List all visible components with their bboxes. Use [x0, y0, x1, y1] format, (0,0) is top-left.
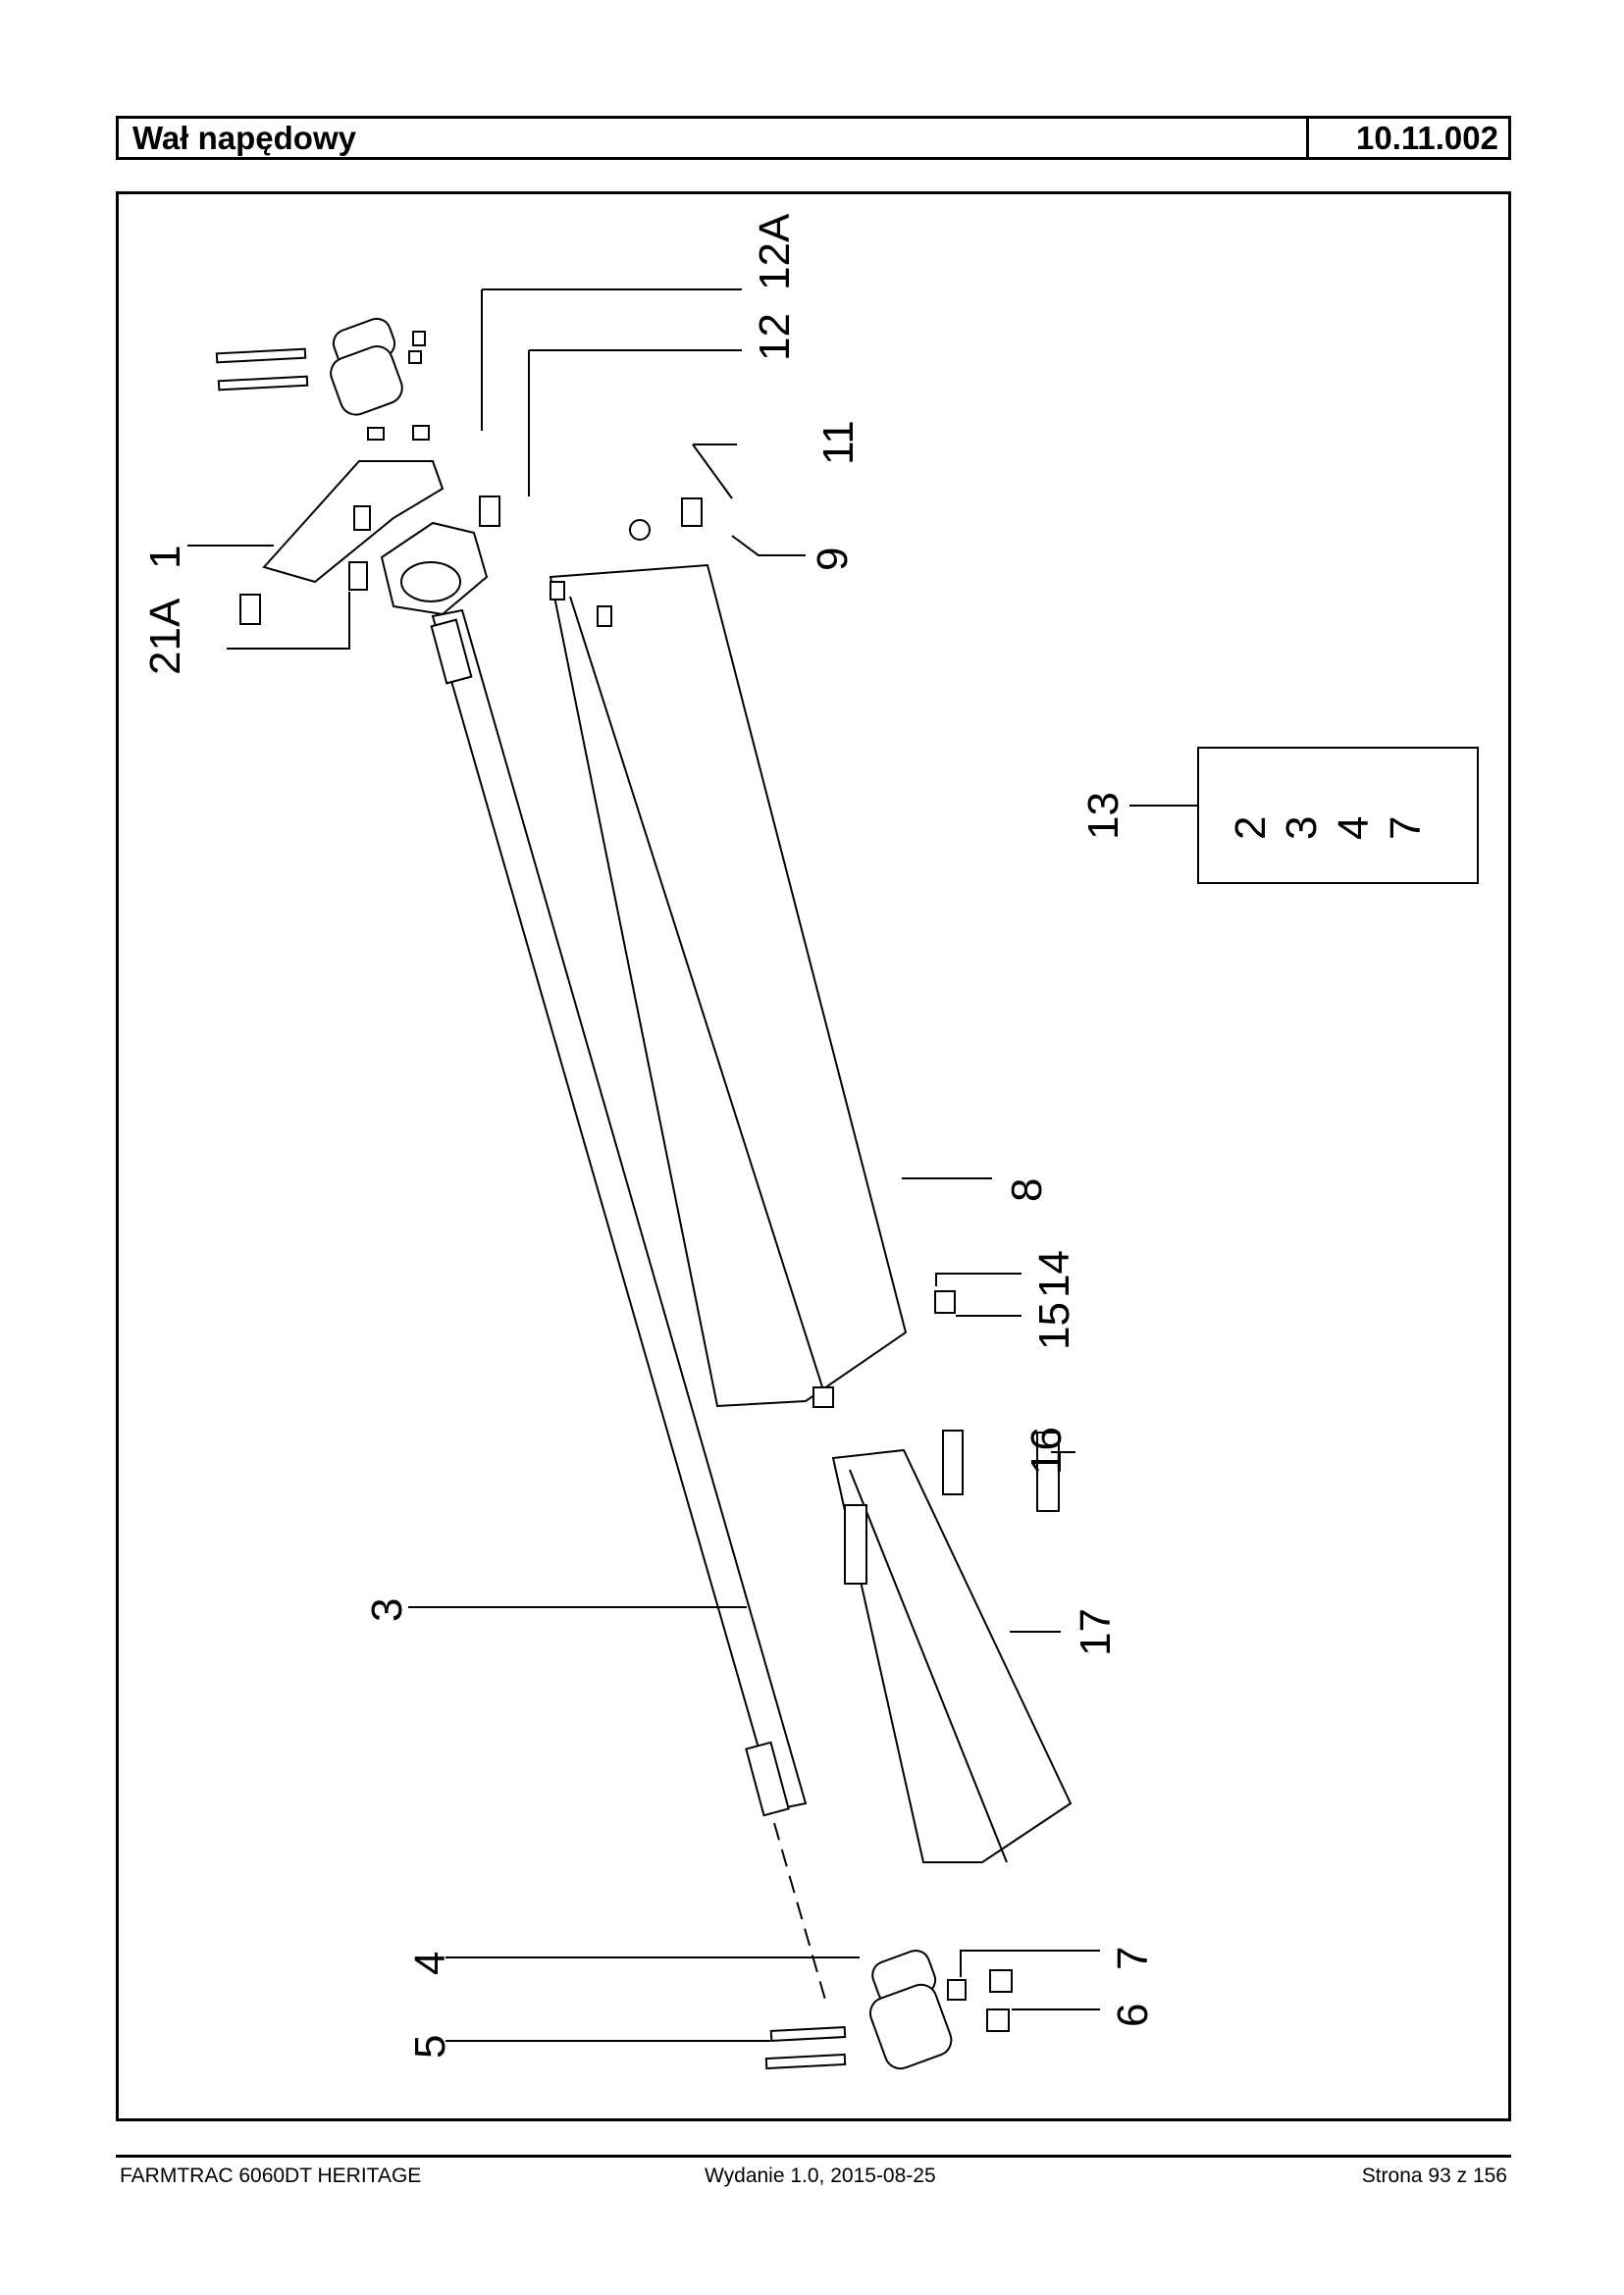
callout-5: 5: [406, 2035, 454, 2059]
kit-box: [1197, 747, 1479, 884]
callout-16: 16: [1022, 1427, 1071, 1475]
kit-item-7: 7: [1382, 816, 1430, 840]
exploded-diagram: 12 12A 11 9 1 21A 13 2 3 4 7 8 14 15 16 …: [116, 191, 1511, 2121]
callout-15: 15: [1030, 1302, 1078, 1350]
footer-rule: [116, 2155, 1511, 2158]
callout-13: 13: [1079, 792, 1127, 840]
leader-lines: [187, 288, 1100, 2042]
callout-8: 8: [1003, 1178, 1051, 1202]
callout-7: 7: [1109, 1947, 1157, 1970]
callout-11: 11: [814, 420, 863, 465]
bearing-housing: [380, 521, 489, 616]
page-footer: FARMTRAC 6060DT HERITAGE Wydanie 1.0, 20…: [116, 2165, 1511, 2194]
callout-21a: 21A: [141, 598, 189, 675]
callout-3: 3: [363, 1598, 411, 1622]
callout-17: 17: [1072, 1608, 1120, 1656]
callout-12: 12: [751, 313, 799, 361]
callout-labels: 12 12A 11 9 1 21A 13 2 3 4 7 8 14 15 16 …: [141, 213, 1430, 2059]
callout-14: 14: [1030, 1250, 1078, 1298]
kit-item-4: 4: [1330, 816, 1378, 840]
callout-6: 6: [1109, 2004, 1157, 2027]
callout-12a: 12A: [751, 213, 799, 290]
lower-coupling: [764, 1950, 1013, 2070]
page-header: Wał napędowy 10.11.002: [116, 116, 1511, 160]
footer-model: FARMTRAC 6060DT HERITAGE: [120, 2165, 422, 2187]
page-title: Wał napędowy: [119, 119, 1309, 157]
drive-shaft: [430, 608, 826, 2001]
callout-4: 4: [406, 1952, 454, 1975]
upper-coupling: [215, 317, 430, 441]
kit-item-2: 2: [1227, 816, 1275, 840]
footer-edition: Wydanie 1.0, 2015-08-25: [705, 2165, 936, 2187]
part-number: 10.11.002: [1356, 120, 1498, 156]
callout-9: 9: [809, 548, 857, 571]
callout-1: 1: [141, 546, 189, 569]
mounting-bracket: [239, 460, 500, 625]
kit-item-3: 3: [1278, 816, 1326, 840]
lower-guard: [812, 1290, 1073, 1863]
upper-guard: [549, 497, 908, 1408]
drive-shaft-diagram: 12 12A 11 9 1 21A 13 2 3 4 7 8 14 15 16 …: [141, 213, 1479, 2070]
footer-page: Strona 93 z 156: [1361, 2165, 1507, 2187]
